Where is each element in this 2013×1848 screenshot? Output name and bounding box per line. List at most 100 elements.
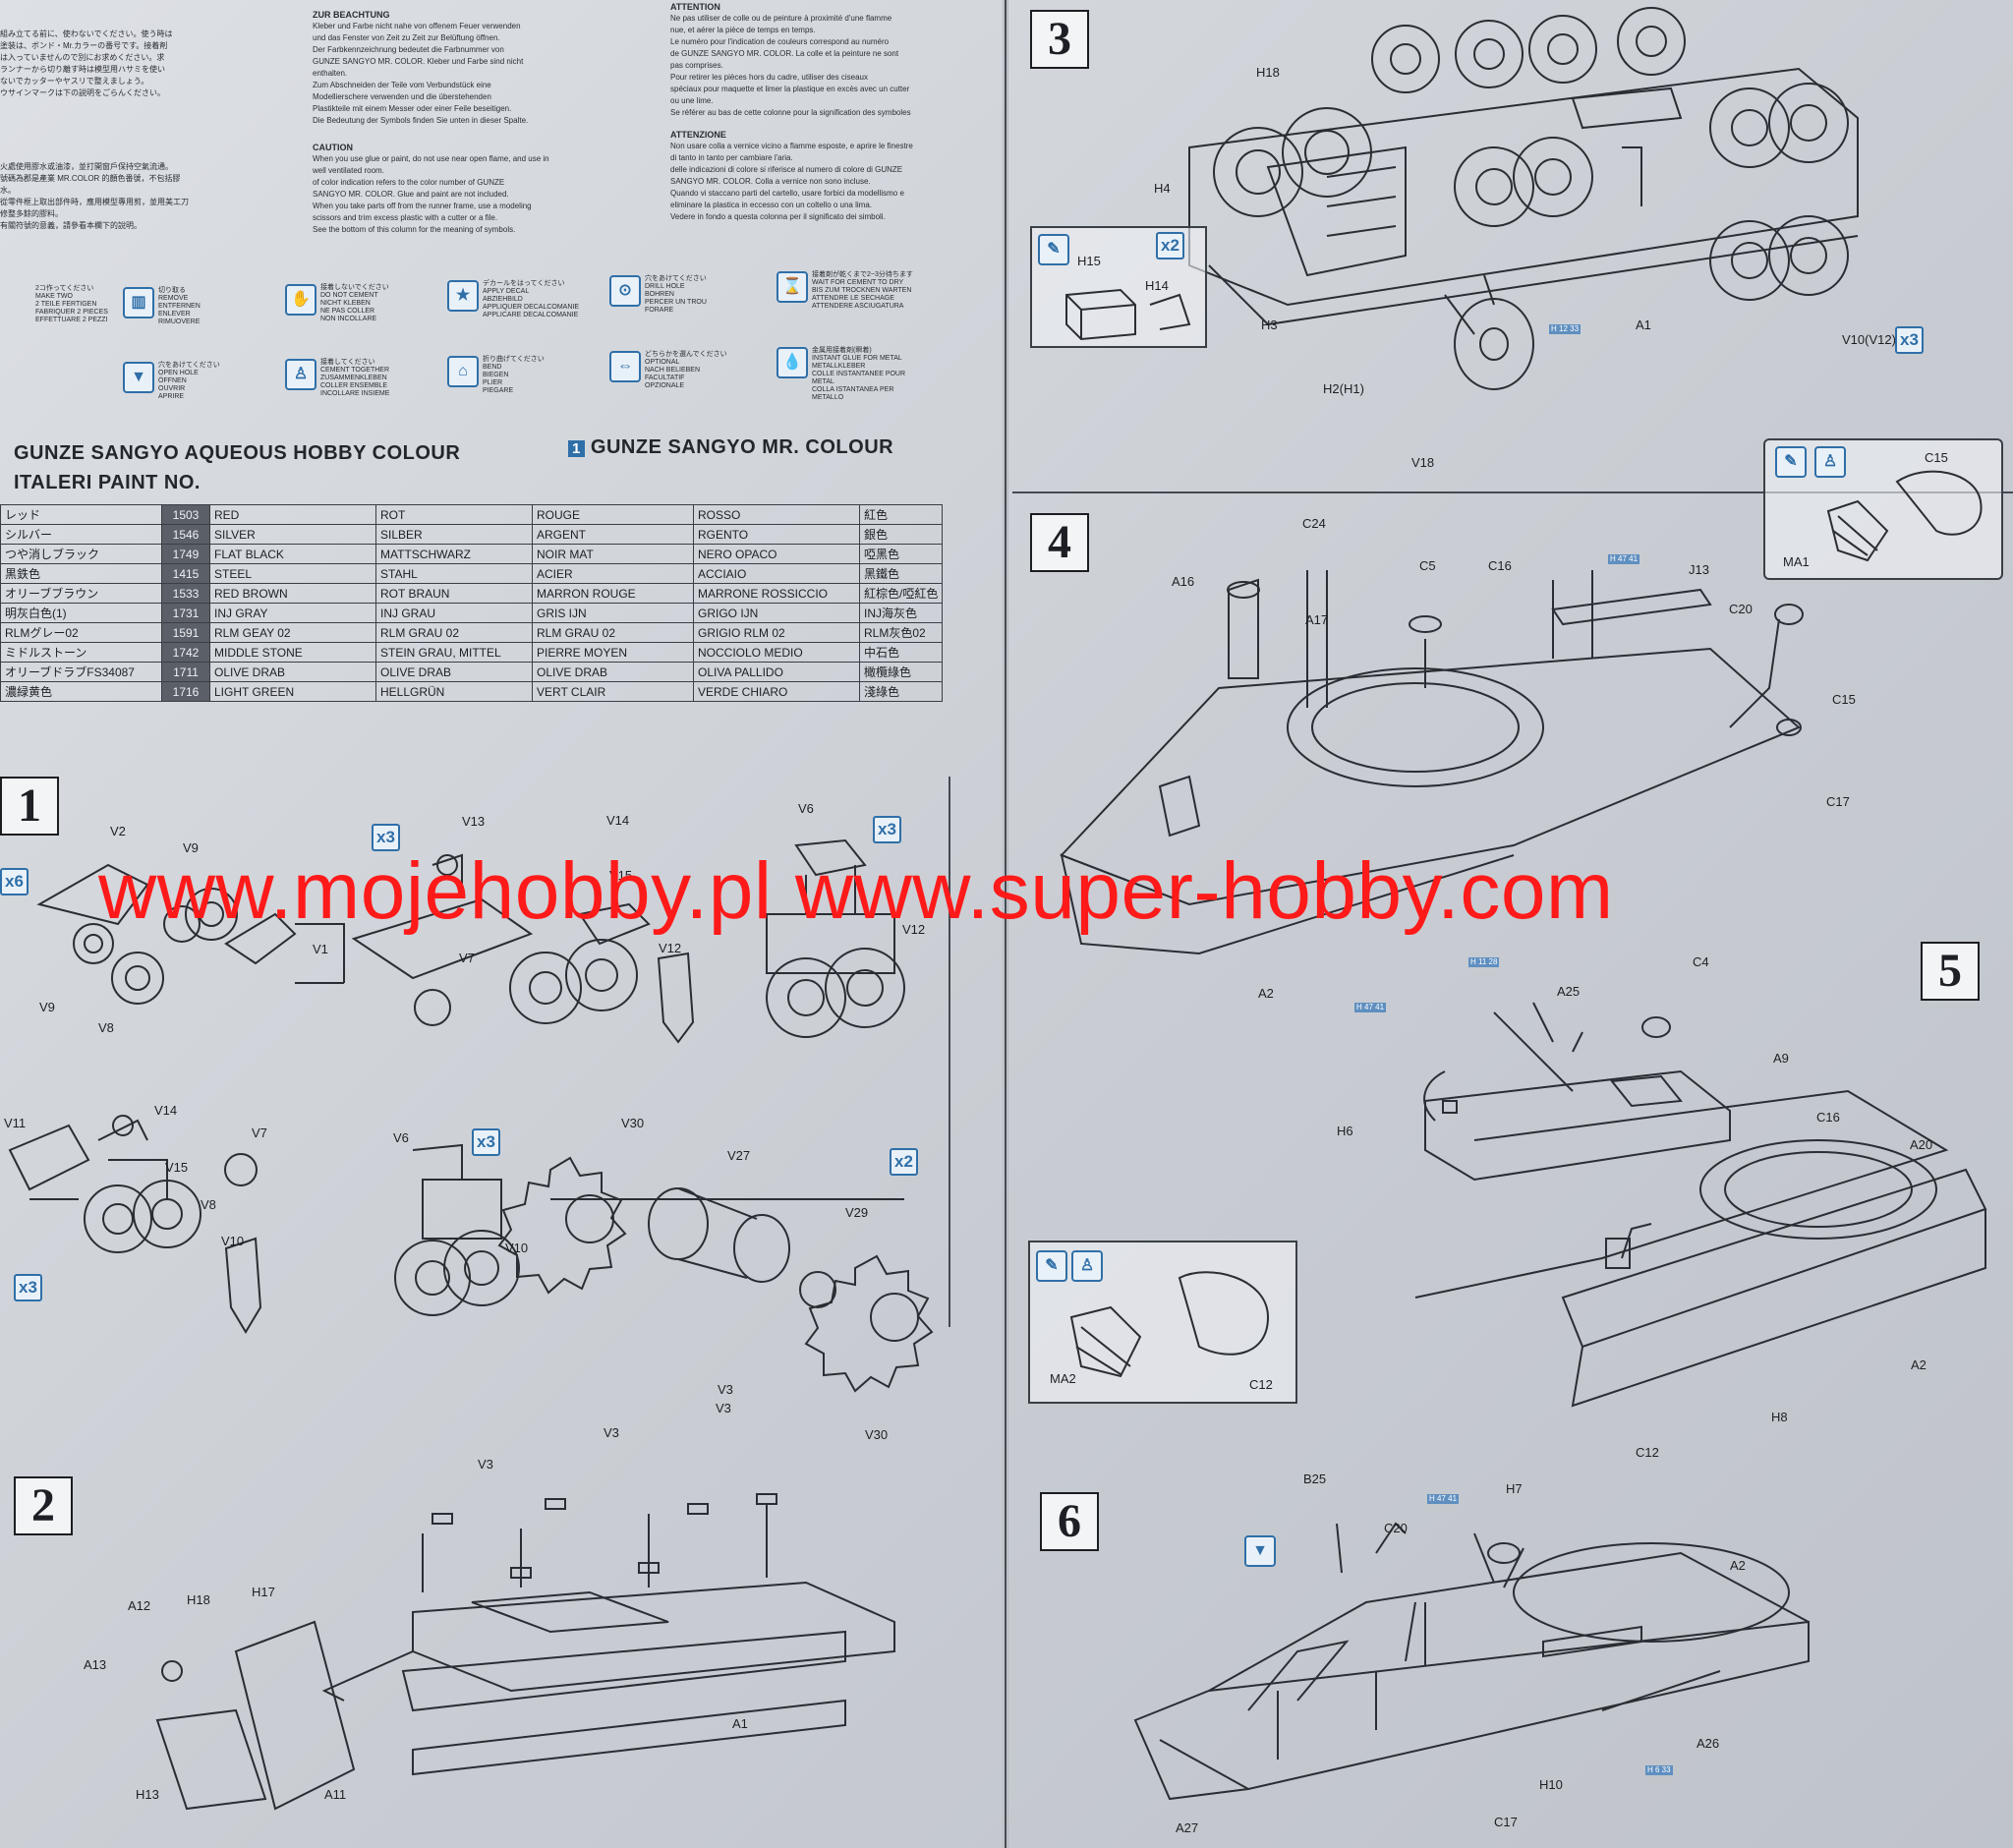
symbol-text: ENTFERNEN	[158, 303, 201, 310]
part-label: V14	[154, 1103, 178, 1118]
paint-cell-en: FLAT BLACK	[209, 544, 376, 564]
part-label: A2	[1258, 986, 1274, 1001]
paint-cell-num: 1711	[161, 662, 210, 682]
paint-cell-jp: 濃緑黄色	[0, 681, 162, 702]
de-note-line: Zum Abschneiden der Teile vom Verbundstü…	[313, 81, 491, 89]
step-2-number: 2	[14, 1476, 73, 1535]
paint-cell-it: RGENTO	[693, 524, 860, 545]
fr-note-line: ou une lime.	[670, 96, 714, 105]
symbol-text: METALLKLEBER	[812, 363, 866, 370]
left-frame	[949, 777, 950, 1327]
part-label: H18	[1256, 65, 1280, 80]
paint-cell-it: MARRONE ROSSICCIO	[693, 583, 860, 604]
part-label: H8	[1771, 1410, 1788, 1424]
paint-cell-de: STAHL	[375, 563, 533, 584]
paint-cell-num: 1716	[161, 681, 210, 702]
part-label: V15	[609, 868, 633, 883]
step-5-diagram	[1414, 1002, 1987, 1408]
cn-note-line: 水。	[0, 186, 16, 195]
symbol-text: ZUSAMMENKLEBEN	[320, 375, 387, 381]
en-note-line: SANGYO MR. COLOR. Glue and paint are not…	[313, 190, 509, 199]
paint-cell-jp: ミドルストーン	[0, 642, 162, 663]
symbol-text: 折り曲げてください	[483, 356, 545, 363]
quantity-badge: x2	[890, 1148, 918, 1176]
paint-title-mr-colour: 1 GUNZE SANGYO MR. COLOUR	[568, 436, 893, 459]
symbol-text: FACULTATIF	[645, 375, 685, 381]
cn-note-line: 火處使用膠水或油漆，並打開窗戶保持空氣流通。	[0, 162, 173, 171]
part-label: V10	[221, 1234, 245, 1248]
paint-cell-num: 1533	[161, 583, 210, 604]
paint-cell-cn: 黑鐵色	[858, 563, 944, 584]
right-page-left-frame	[1005, 0, 1006, 1848]
part-label: V3	[718, 1382, 733, 1397]
german-heading: ZUR BEACHTUNG	[313, 10, 390, 20]
it-note-line: eliminare la plastica in eccesso con un …	[670, 201, 872, 209]
part-label: H2(H1)	[1323, 381, 1364, 396]
paint-cell-en: RED BROWN	[209, 583, 376, 604]
symbol-text: NE PAS COLLER	[320, 308, 375, 315]
paint-cell-fr: ARGENT	[532, 524, 694, 545]
part-label: J13	[1689, 562, 1709, 577]
jp-note-line: ランナーから切り離す時は模型用ハサミを使い	[0, 65, 165, 74]
part-label: C17	[1494, 1815, 1518, 1829]
part-label: V13	[462, 814, 486, 829]
part-label: V3	[478, 1457, 493, 1472]
symbol-text: APRIRE	[158, 393, 185, 400]
optional-icon: ⇔	[609, 351, 641, 382]
step-1-number: 1	[0, 777, 59, 836]
paint-cell-jp: RLMグレー02	[0, 622, 162, 643]
paint-cell-de: RLM GRAU 02	[375, 622, 533, 643]
symbol-text: 2コ作ってください	[35, 285, 94, 292]
chinese-notes: 火處使用膠水或油漆，並打開窗戶保持空氣流通。 號碼為郡是產業 MR.COLOR …	[0, 162, 197, 233]
symbol-text: APPLY DECAL	[483, 288, 530, 295]
paint-cell-jp: オリーブドラブFS34087	[0, 662, 162, 682]
part-label: A2	[1730, 1558, 1746, 1573]
it-note-line: delle indicazioni di colore si riferisce…	[670, 165, 903, 174]
part-label: H10	[1539, 1777, 1563, 1792]
glue-drop-icon: 💧	[776, 347, 808, 378]
part-label: V7	[459, 951, 475, 965]
jp-note-line: ウサインマークは下の説明をごらんください。	[0, 88, 165, 97]
en-note-line: of color indication refers to the color …	[313, 178, 505, 187]
paint-title-aqueous: GUNZE SANGYO AQUEOUS HOBBY COLOUR	[14, 442, 461, 464]
quantity-badge: x3	[873, 816, 901, 843]
paint-cell-fr: OLIVE DRAB	[532, 662, 694, 682]
quantity-badge: x3	[14, 1274, 42, 1301]
part-label: A13	[84, 1657, 107, 1672]
jp-note-line: 組み立てる前に、使わないでください。使う時は	[0, 29, 173, 38]
symbol-text: DO NOT CEMENT	[320, 292, 378, 299]
color-callout: H 47 41	[1608, 554, 1640, 564]
symbol-text: 穴をあけてください	[645, 275, 707, 282]
symbol-text: NON INCOLLARE	[320, 316, 377, 322]
symbol-text: INSTANT GLUE FOR METAL	[812, 355, 902, 362]
symbol-text: BEND	[483, 364, 502, 371]
japanese-notes: 組み立てる前に、使わないでください。使う時は 塗装は、ボンド・Mr.カラーの番号…	[0, 29, 197, 100]
de-note-line: GUNZE SANGYO MR. COLOR. Kleber und Farbe…	[313, 57, 524, 66]
part-label: H7	[1506, 1481, 1523, 1496]
paint-cell-fr: MARRON ROUGE	[532, 583, 694, 604]
part-label: A1	[1636, 318, 1651, 332]
fr-note-line: Le numéro pour l'indication de couleurs …	[670, 37, 890, 46]
part-label: C20	[1729, 602, 1753, 616]
step-5-number: 5	[1921, 942, 1980, 1001]
quantity-badge: x2	[1156, 232, 1184, 260]
fr-note-line: Ne pas utiliser de colle ou de peinture …	[670, 14, 892, 23]
part-label: V18	[1411, 455, 1435, 470]
mr-colour-title: GUNZE SANGYO MR. COLOUR	[590, 436, 894, 458]
it-note-line: Non usare colla a vernice vicino a flamm…	[670, 142, 913, 150]
part-label: A20	[1910, 1137, 1933, 1152]
en-note-line: well ventilated room.	[313, 166, 384, 175]
en-note-line: See the bottom of this column for the me…	[313, 225, 516, 234]
paint-cell-fr: RLM GRAU 02	[532, 622, 694, 643]
paint-cell-fr: ROUGE	[532, 504, 694, 525]
de-note-line: enthalten.	[313, 69, 348, 78]
italian-heading: ATTENZIONE	[670, 130, 726, 140]
part-label: MA1	[1783, 554, 1810, 569]
italian-notes: ATTENZIONE Non usare colla a vernice vic…	[670, 130, 965, 224]
